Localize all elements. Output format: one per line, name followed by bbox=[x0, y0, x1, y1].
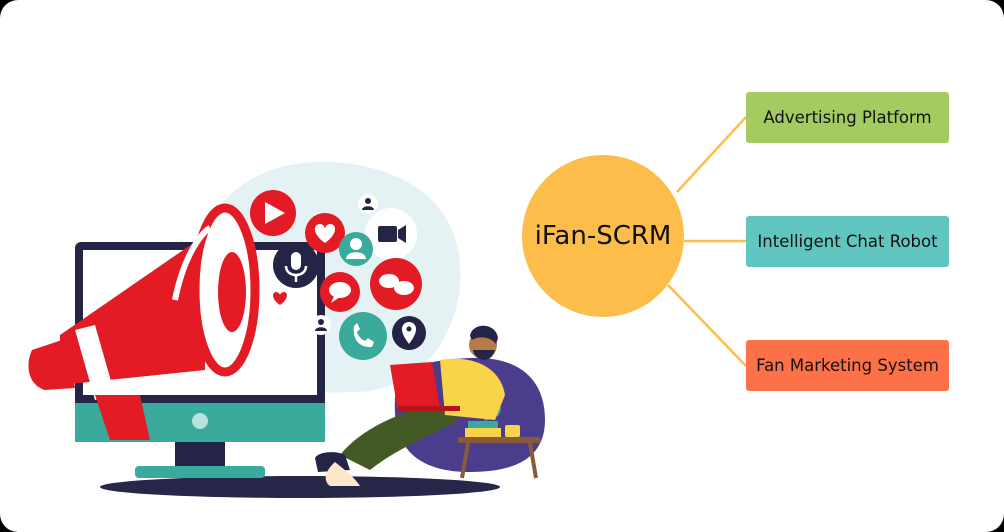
chat-bubbles-icon bbox=[370, 258, 422, 310]
microphone-icon bbox=[273, 242, 319, 288]
location-pin-icon bbox=[392, 316, 426, 350]
hub-node: iFan-SCRM bbox=[522, 155, 684, 317]
hub-label: iFan-SCRM bbox=[534, 221, 672, 251]
user-avatar-icon bbox=[339, 232, 373, 266]
small-user-icon bbox=[311, 315, 331, 335]
connector-fan-marketing bbox=[667, 284, 747, 367]
heart-icon bbox=[305, 213, 345, 253]
video-camera-icon bbox=[365, 208, 417, 260]
megaphone-icon bbox=[28, 203, 260, 440]
branch-label: Intelligent Chat Robot bbox=[757, 232, 938, 251]
phone-icon bbox=[339, 312, 387, 360]
connector-advertising bbox=[676, 116, 747, 193]
marketing-illustration bbox=[28, 161, 545, 498]
branch-intelligent-chat-robot: Intelligent Chat Robot bbox=[746, 216, 949, 267]
person-figure bbox=[315, 325, 505, 486]
branch-label: Advertising Platform bbox=[763, 108, 932, 127]
laptop-icon bbox=[390, 362, 460, 411]
branch-advertising-platform: Advertising Platform bbox=[746, 92, 949, 143]
chat-bubble-icon bbox=[320, 272, 360, 312]
play-icon bbox=[250, 190, 296, 236]
ground-shadow bbox=[100, 476, 500, 498]
branch-fan-marketing-system: Fan Marketing System bbox=[746, 340, 949, 391]
branch-label: Fan Marketing System bbox=[756, 356, 939, 375]
user-icon bbox=[358, 194, 378, 214]
small-heart-icon bbox=[268, 286, 292, 310]
